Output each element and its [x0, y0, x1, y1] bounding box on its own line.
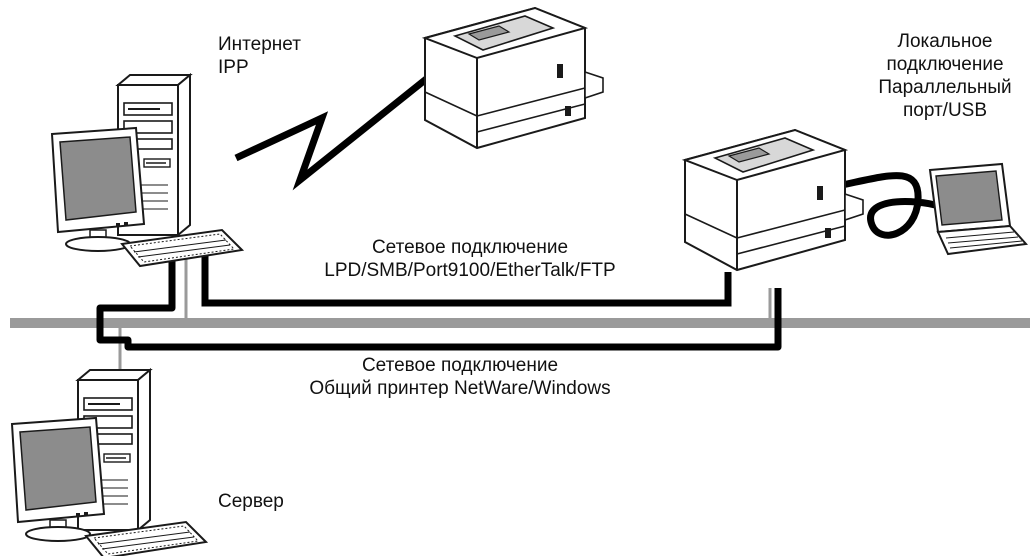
network-shared-label: Сетевое подключение Общий принтер NetWar…	[270, 354, 650, 400]
local-label-line: подключение	[886, 54, 1004, 75]
internet-label-line: Интернет	[218, 34, 301, 55]
local-cable	[841, 172, 936, 239]
local-label-line: Параллельный	[878, 77, 1012, 98]
local-connection-label: Локальное подключение Параллельный порт/…	[855, 30, 1035, 122]
lan-drops	[118, 252, 772, 372]
network-lpd-label: Сетевое подключение LPD/SMB/Port9100/Eth…	[280, 236, 660, 282]
local-label-line: Локальное	[897, 31, 993, 52]
network-shared-label-line: Общий принтер NetWare/Windows	[309, 378, 611, 399]
server-computer-icon	[11, 369, 207, 556]
network-cable-shared	[96, 255, 782, 351]
network-cable-lpd	[201, 252, 732, 307]
internet-cable	[234, 57, 453, 191]
local-label-line: порт/USB	[902, 100, 988, 121]
network-lpd-label-line: LPD/SMB/Port9100/EtherTalk/FTP	[324, 260, 616, 281]
laptop-icon	[929, 163, 1027, 255]
server-label-text: Сервер	[218, 491, 284, 512]
network-lpd-label-line: Сетевое подключение	[371, 237, 569, 258]
network-shared-label-line: Сетевое подключение	[361, 355, 559, 376]
internet-label-line: IPP	[218, 57, 249, 78]
desktop-computer-icon	[51, 74, 243, 267]
printer-icon	[684, 129, 864, 271]
server-label: Сервер	[218, 490, 284, 513]
printer-icon	[424, 7, 604, 149]
internet-ipp-label: Интернет IPP	[218, 33, 301, 79]
